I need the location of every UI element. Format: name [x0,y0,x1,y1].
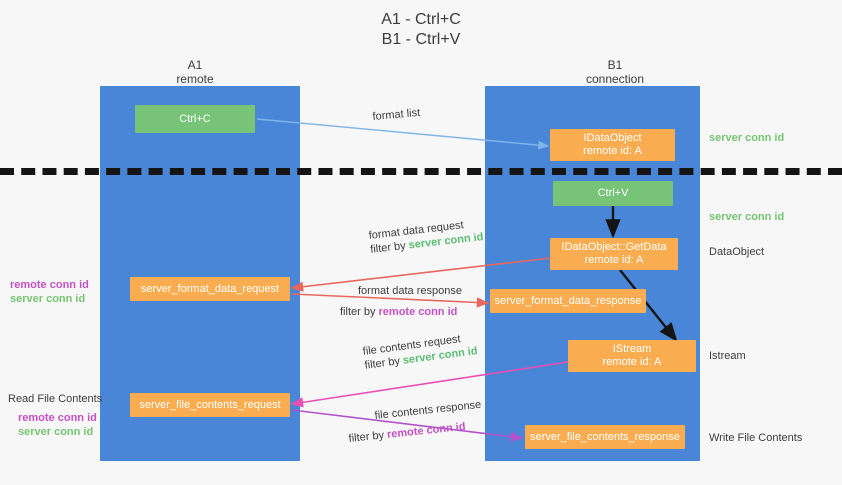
node-ctrl-c-label: Ctrl+C [179,112,211,125]
edge-label-format-data-response: format data response [358,284,462,298]
left-remote-conn-id-upper: remote conn id [10,279,89,291]
node-server-file-contents-request[interactable]: server_file_contents_request [130,393,290,417]
edge-label-format-list-text: format list [372,106,421,123]
left-server-conn-id-lower: server conn id [18,426,94,438]
node-server-format-data-request[interactable]: server_format_data_request [130,277,290,301]
edge-label-file-contents-response-text: file contents response [374,398,482,422]
node-ctrl-c[interactable]: Ctrl+C [135,105,255,133]
right-label-server-conn-id-mid: server conn id [709,211,785,223]
left-label-read-file-contents: Read File Contents [8,393,103,405]
title-line-2: B1 - Ctrl+V [381,31,461,48]
column-b1-name: B1 [607,58,623,72]
node-idataobject-label: IDataObject [583,132,642,144]
node-idataobject-getdata-sub: remote id: A [584,254,644,266]
filter-prefix: filter by [340,306,379,318]
edge-label-file-contents-response-filter: filter by remote conn id [348,420,466,446]
node-istream[interactable]: IStream remote id: A [568,340,696,372]
right-label-server-conn-id-top: server conn id [709,132,785,144]
node-server-format-data-request-label: server_format_data_request [140,282,280,295]
column-a1-name: A1 [187,58,203,72]
node-server-file-contents-response[interactable]: server_file_contents_response [525,425,685,449]
filter-prefix: filter by [363,354,404,372]
left-conn-pair-lower: remote conn id server conn id [18,411,97,439]
node-idataobject-getdata-label: IDataObject::GetData [561,241,667,253]
edge-label-file-contents-request: file contents request filter by server c… [362,330,478,373]
page-title: A1 - Ctrl+C B1 - Ctrl+V [0,10,842,50]
node-server-file-contents-request-label: server_file_contents_request [139,398,281,411]
right-label-istream: Istream [709,350,746,362]
left-conn-pair-upper: remote conn id server conn id [10,278,89,306]
node-ctrl-v[interactable]: Ctrl+V [553,181,673,206]
node-idataobject-sub: remote id: A [583,145,642,157]
right-label-write-file-contents: Write File Contents [709,432,803,444]
filter-prefix: filter by [348,428,388,445]
column-a1-role: remote [176,72,214,86]
node-istream-sub: remote id: A [602,356,662,368]
node-server-format-data-response[interactable]: server_format_data_response [490,289,646,313]
node-istream-label: IStream [612,343,652,355]
edge-label-file-contents-response: file contents response [374,398,482,423]
node-idataobject[interactable]: IDataObject remote id: A [550,129,675,161]
column-b1-role: connection [585,72,645,86]
left-server-conn-id-upper: server conn id [10,293,86,305]
edge-label-format-data-response-filter: filter by remote conn id [340,305,457,319]
edge-label-format-data-request: format data request filter by server con… [368,216,484,257]
edge-label-format-list: format list [372,106,421,124]
node-server-format-data-response-label: server_format_data_response [494,294,642,307]
edge-label-format-data-response-text: format data response [358,285,462,297]
column-header-a1: A1 remote [130,58,260,86]
title-line-1: A1 - Ctrl+C [381,11,461,28]
left-remote-conn-id-lower: remote conn id [18,412,97,424]
phase-divider [0,168,842,175]
right-label-dataobject: DataObject [709,246,765,258]
column-header-b1: B1 connection [550,58,680,86]
node-ctrl-v-label: Ctrl+V [597,187,629,199]
node-server-file-contents-response-label: server_file_contents_response [530,430,680,443]
filter-value-remote-conn-id: remote conn id [378,306,458,318]
node-idataobject-getdata[interactable]: IDataObject::GetData remote id: A [550,238,678,270]
filter-value-remote-conn-id: remote conn id [386,420,467,441]
filter-prefix: filter by [369,239,410,256]
